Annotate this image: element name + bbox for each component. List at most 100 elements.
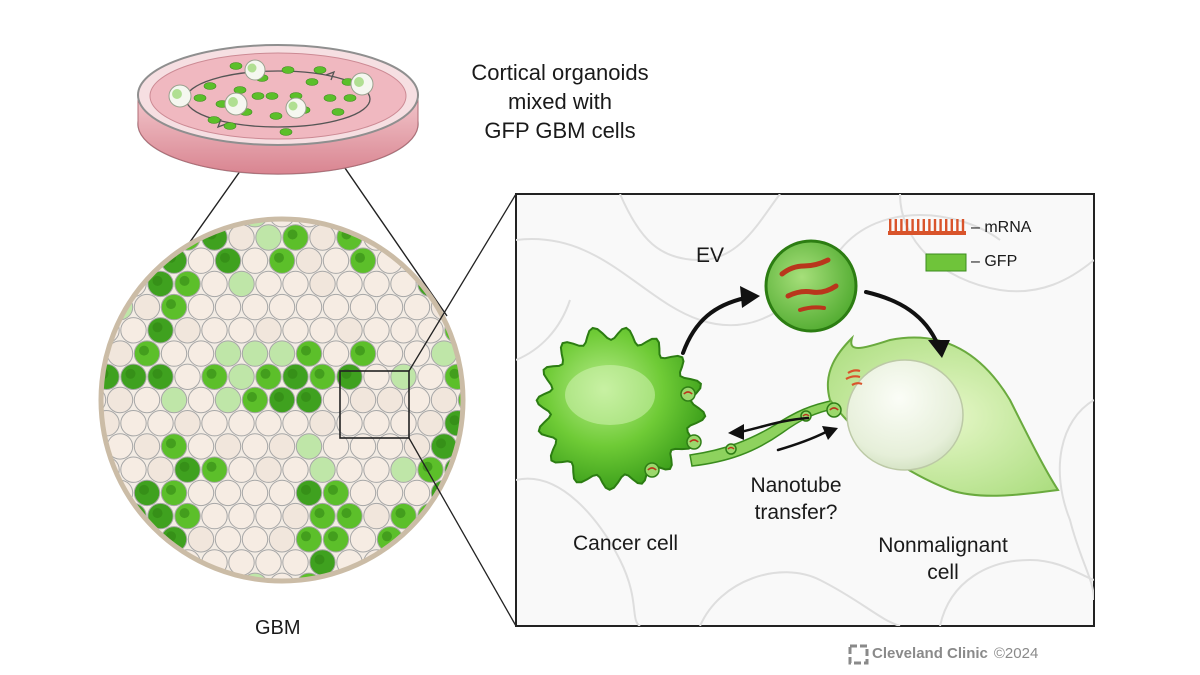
organoid-cell [295,247,323,274]
arrow-heads [728,286,950,440]
gfp-cell-dot [207,116,221,124]
organoid-cell [282,317,309,344]
gfp-cell-dot [331,108,345,116]
organoid-cell [376,293,404,321]
cell-nucleus [166,438,176,449]
organoid-cell [214,526,242,553]
figure-caption: Cortical organoids mixed with GFP GBM ce… [430,58,690,145]
cell-nucleus [152,368,163,379]
cell-nucleus [328,531,338,542]
organoid-cell [268,526,296,553]
organoid-cell [241,340,269,367]
organoid-cell [336,317,363,344]
organoid-cell [349,386,377,414]
nanotube-line-2: transfer? [754,501,838,524]
cell-nucleus [179,461,190,472]
organoid-cell [322,433,350,460]
organoid-cell [268,220,296,228]
small-vesicle [644,462,660,478]
cell-nucleus [220,252,230,263]
organoid-cell [187,247,215,274]
organoid-cell [102,386,107,414]
cell-nucleus [314,554,325,565]
cell-nucleus [287,368,298,379]
ev-release-arrow [681,296,747,355]
organoid-cell [228,549,255,576]
organoid-cell [187,526,215,553]
organoid-cell [255,224,282,251]
cell-nucleus [206,368,217,379]
cell-nucleus [179,275,190,286]
organoid-cell [268,433,296,460]
organoid-cell [228,363,255,390]
organoid-cell [241,526,269,553]
cell-nucleus [341,508,352,519]
cell-nucleus [139,345,149,356]
organoid-cell [255,317,282,344]
organoid-cell [309,224,336,251]
cell-nucleus [125,508,136,519]
organoid-cell [336,410,363,437]
cell-nucleus [166,299,176,310]
organoid-cell [268,293,296,321]
organoid-cell [241,247,269,274]
organoid-cell [228,317,255,344]
ev-uptake-arrow [864,290,940,347]
nanotube-arrow-left [738,416,810,434]
organoid-cell [120,410,147,437]
cell-nucleus [274,252,284,263]
organoid-cell [174,410,201,437]
organoid-cell [363,410,390,437]
legend-mrna-label: – mRNA [971,219,1032,236]
organoid-cell [268,479,296,507]
organoid-cell [228,410,255,437]
gfp-cell-dot [233,86,247,94]
organoid-cell [255,270,282,298]
organoid-cell [363,456,390,483]
gfp-cell-dot [223,122,237,130]
ev-label: EV [696,244,725,267]
organoid-cell [349,526,377,553]
organoid-cell [309,410,336,437]
organoid-cell [214,433,242,460]
organoid-cell [390,270,417,298]
organoid-cell [268,340,296,367]
cell-nucleus [395,508,406,519]
credit-year: ©2024 [993,645,1039,662]
cell-nucleus [260,368,271,379]
cell-nucleus [328,484,338,495]
organoid-cell [228,270,255,298]
mrna-icon [888,219,966,235]
organoid-cell [187,433,215,460]
organoid-cell [295,293,323,321]
cell-nucleus [206,461,217,472]
organoid-cell [187,386,215,414]
organoid-cell [282,270,309,298]
organoid-cell [241,293,269,321]
organoid-cell [255,410,282,437]
organoid-cell [417,410,444,437]
organoid-cell [417,363,444,390]
cleveland-clinic-logo-icon [848,644,869,665]
nanotube-label: Nanotube transfer? [736,472,856,526]
organoid-cell [102,410,120,437]
cell-nucleus [436,438,446,449]
cell-nucleus [409,252,419,263]
nonmalignant-line-1: Nonmalignant [878,534,1008,557]
organoid-cell [309,317,336,344]
organoid-cell [201,410,228,437]
cell-nucleus [125,368,136,379]
organoid-cell [430,386,458,414]
organoid-cell [295,433,323,460]
caption-line-3: GFP GBM cells [484,118,636,143]
organoid-cell [403,340,431,367]
zoom-box [339,370,410,439]
organoid-cell [282,410,309,437]
nonmalignant-label: Nonmalignant cell [868,532,1018,586]
organoid-cell [174,317,201,344]
organoid-cell [201,270,228,298]
cell-nucleus [314,508,325,519]
caption-line-2: mixed with [508,89,612,114]
organoid-cell [160,386,188,414]
